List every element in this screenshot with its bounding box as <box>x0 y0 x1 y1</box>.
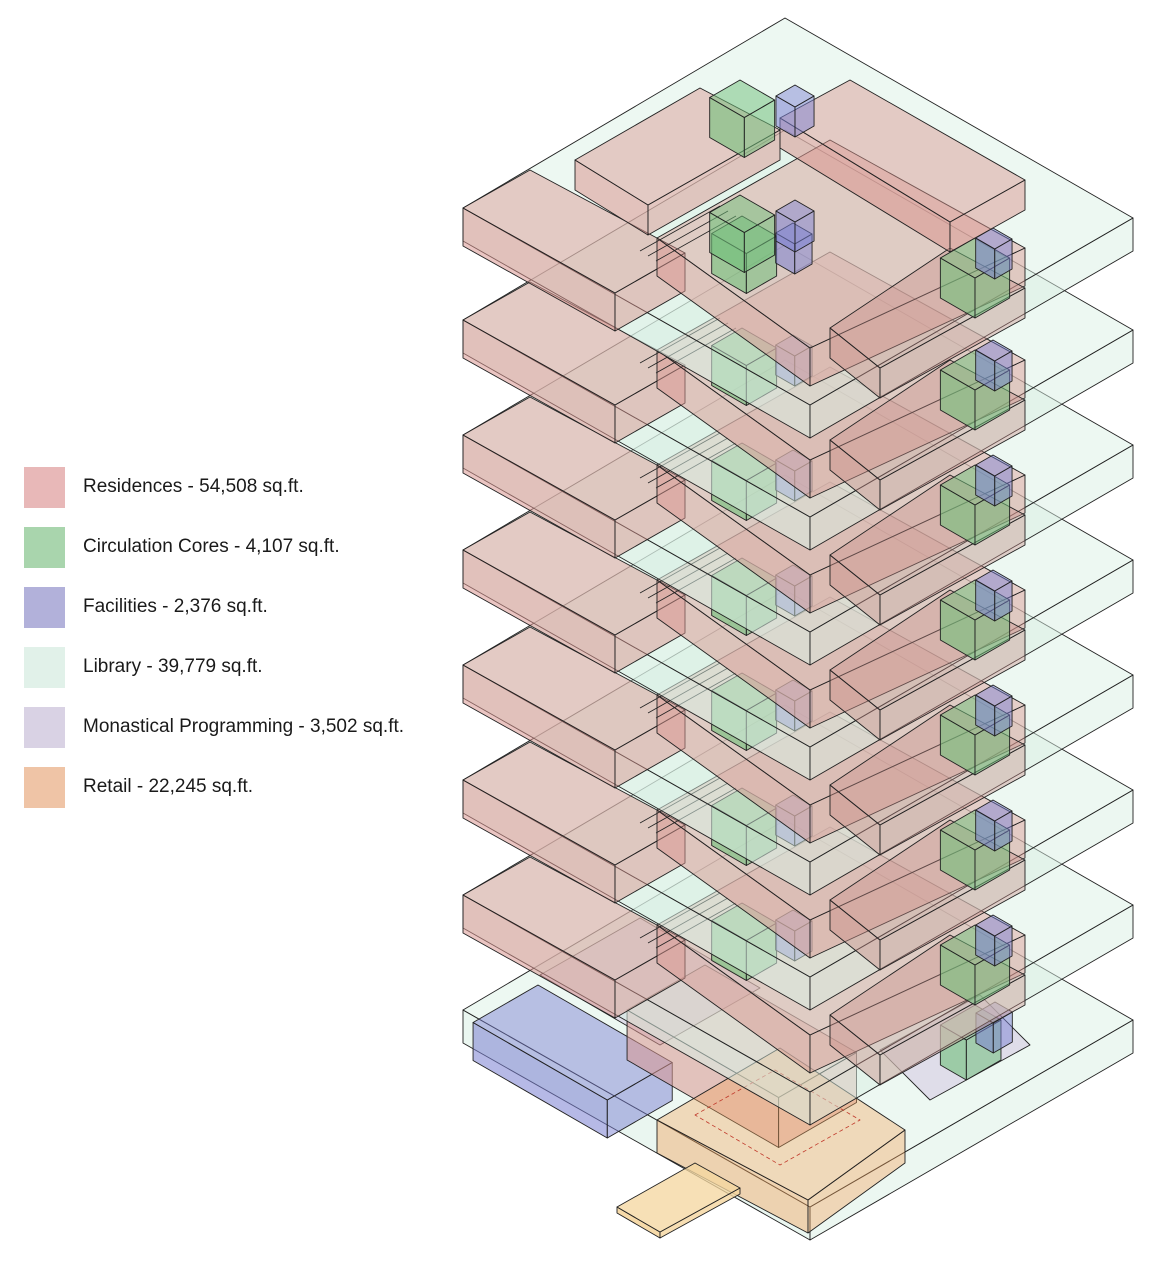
facility-right-6-top <box>975 339 1013 362</box>
legend-item-library: Library - 39,779 sq.ft. <box>24 647 464 689</box>
facility-right-2-top <box>975 799 1013 822</box>
residence-bar-left-3-top <box>462 626 686 751</box>
residence-bar-left-5-top <box>462 396 686 521</box>
bridge-line-a-7 <box>639 205 721 252</box>
facility-right-4-top <box>975 569 1013 592</box>
facility-top-mid-top <box>775 199 815 223</box>
legend-label-facilities: Facilities - 2,376 sq.ft. <box>83 596 268 617</box>
residence-bar-left-4-top <box>462 511 686 636</box>
facility-right-3-top <box>975 684 1013 707</box>
legend-label-residences: Residences - 54,508 sq.ft. <box>83 476 304 497</box>
legend-label-circulation-cores: Circulation Cores - 4,107 sq.ft. <box>83 536 340 557</box>
residence-bar-left-7-top <box>462 169 686 294</box>
legend-item-monastical-programming: Monastical Programming - 3,502 sq.ft. <box>24 707 464 749</box>
residence-bar-left-2-top <box>462 741 686 866</box>
legend-item-facilities: Facilities - 2,376 sq.ft. <box>24 587 464 629</box>
legend-label-monastical-programming: Monastical Programming - 3,502 sq.ft. <box>83 716 405 737</box>
legend-item-residences: Residences - 54,508 sq.ft. <box>24 467 464 509</box>
legend-swatch-library <box>24 647 65 688</box>
facility-right-5-top <box>975 454 1013 477</box>
library-slab-0-top <box>462 819 1134 1208</box>
legend-item-retail: Retail - 22,245 sq.ft. <box>24 767 464 809</box>
legend-swatch-facilities <box>24 587 65 628</box>
legend-swatch-monastical-programming <box>24 707 65 748</box>
core-ground-top <box>939 1004 1002 1041</box>
residence-block-center-7-top <box>656 139 1026 349</box>
legend-label-retail: Retail - 22,245 sq.ft. <box>83 776 254 797</box>
legend-item-circulation-cores: Circulation Cores - 4,107 sq.ft. <box>24 527 464 569</box>
core-top-north-top <box>709 79 776 118</box>
legend-swatch-residences <box>24 467 65 508</box>
residence-top-east-top <box>779 79 1026 223</box>
core-top-mid-top <box>709 194 776 233</box>
retail-inner-outline <box>694 1069 861 1166</box>
legend-swatch-circulation-cores <box>24 527 65 568</box>
legend-label-library: Library - 39,779 sq.ft. <box>83 656 263 677</box>
residence-bar-left-1-top <box>462 856 686 981</box>
retail-ramp-top <box>616 1162 741 1233</box>
monastic-area-ground <box>539 917 761 1046</box>
facility-right-1-top <box>975 914 1013 937</box>
legend-swatch-retail <box>24 767 65 808</box>
facility-top-north-top <box>775 84 815 108</box>
